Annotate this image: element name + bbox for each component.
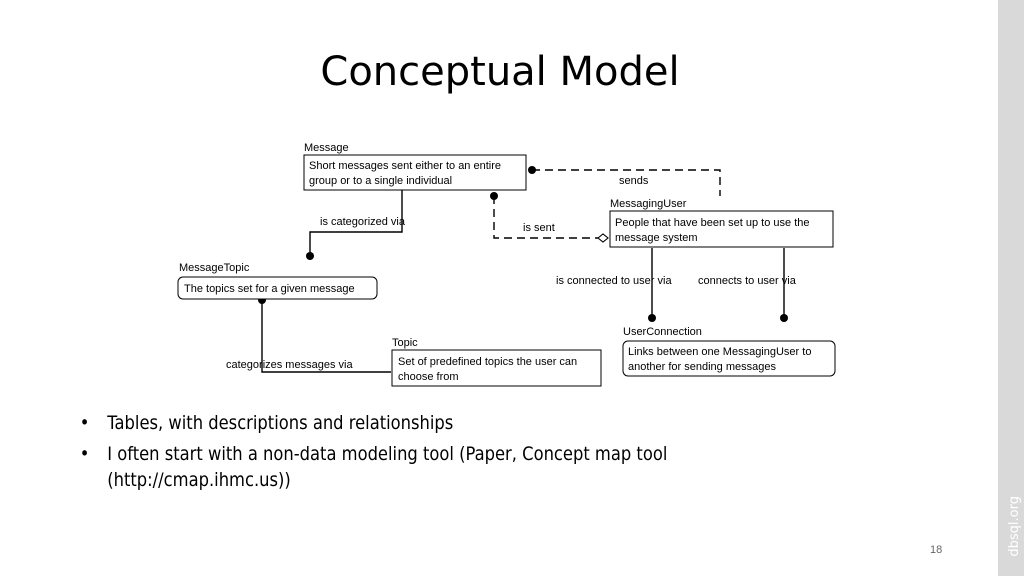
relationship-label-is-categorized-via: is categorized via [320, 216, 406, 228]
side-watermark: dbsql.org [1007, 496, 1022, 557]
entity-user-connection: UserConnection Links between one Messagi… [622, 326, 836, 377]
relationship-label-is-sent: is sent [523, 222, 555, 234]
categorizes-messages-via-connector [261, 298, 391, 373]
entity-message-topic-name: MessageTopic [179, 262, 250, 274]
entity-message-desc-line: group or to a single individual [309, 175, 452, 187]
relationship-label-is-connected-to-user-via: is connected to user via [556, 275, 672, 287]
relationship-label-sends: sends [619, 175, 649, 187]
page-number: 18 [930, 544, 943, 556]
bullet-item: Tables, with descriptions and relationsh… [78, 410, 732, 436]
is-sent-end-dot [490, 192, 498, 200]
relationship-label-connects-to-user-via: connects to user via [698, 275, 797, 287]
entity-topic-desc-line: choose from [398, 371, 459, 383]
is-categorized-via-connector [309, 190, 403, 254]
is-sent-connector [493, 196, 598, 239]
is-sent-diamond [597, 233, 609, 243]
entity-messaging-user-desc-line: message system [615, 232, 698, 244]
connects-to-user-via-end-dot [780, 314, 788, 322]
entity-message-topic-desc-line: The topics set for a given message [184, 283, 355, 295]
entity-message: Message Short messages sent either to an… [303, 142, 527, 191]
side-bar: dbsql.org [998, 0, 1024, 576]
is-connected-to-user-via-end-dot [648, 314, 656, 322]
bullet-item: I often start with a non-data modeling t… [78, 441, 732, 493]
entity-user-connection-name: UserConnection [623, 326, 702, 338]
entity-message-name: Message [304, 142, 349, 154]
entity-messaging-user-name: MessagingUser [610, 198, 687, 210]
is-categorized-via-end-dot [306, 252, 314, 260]
entity-topic-name: Topic [392, 337, 418, 349]
entity-topic-desc-line: Set of predefined topics the user can [398, 356, 577, 368]
entity-message-desc-line: Short messages sent either to an entire [309, 160, 501, 172]
bullet-list: Tables, with descriptions and relationsh… [78, 410, 732, 498]
sends-end-dot [528, 166, 536, 174]
entity-topic: Topic Set of predefined topics the user … [391, 337, 602, 387]
conceptual-model-diagram: Message Short messages sent either to an… [177, 142, 836, 387]
entity-messaging-user-desc-line: People that have been set up to use the [615, 217, 809, 229]
slide-title: Conceptual Model [320, 49, 680, 95]
entity-messaging-user: MessagingUser People that have been set … [609, 198, 834, 248]
entity-user-connection-desc-line: Links between one MessagingUser to [628, 346, 811, 358]
entity-user-connection-desc-line: another for sending messages [628, 361, 776, 373]
entity-message-topic: MessageTopic The topics set for a given … [177, 262, 378, 300]
sends-connector [532, 169, 721, 196]
relationship-label-categorizes-messages-via: categorizes messages via [226, 359, 353, 371]
